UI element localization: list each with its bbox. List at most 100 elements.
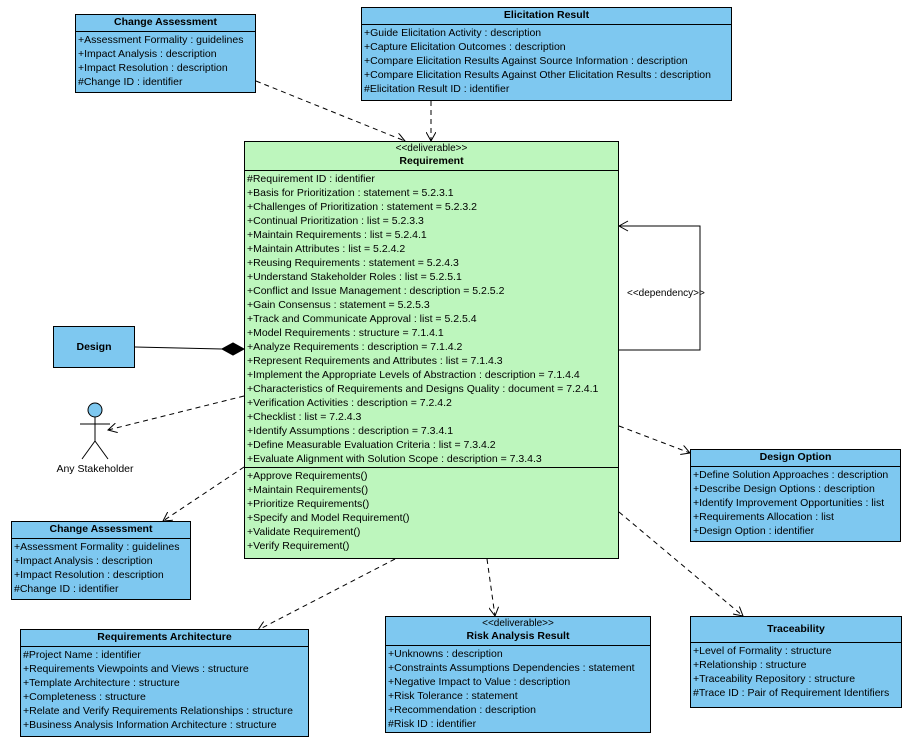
- class-traceability[interactable]: Traceability +Level of Formality : struc…: [690, 616, 902, 708]
- self-dependency-requirement: [619, 225, 701, 351]
- attribute: +Reusing Requirements : statement = 5.2.…: [247, 257, 459, 269]
- dependency-requirement-to-risk-analysis: [486, 558, 495, 616]
- attribute: #Requirement ID : identifier: [247, 173, 375, 185]
- attribute: +Impact Resolution : description: [14, 569, 164, 581]
- attribute-list: #Project Name : identifier +Requirements…: [21, 647, 308, 733]
- attribute: +Represent Requirements and Attributes :…: [247, 355, 503, 367]
- attribute: +Guide Elicitation Activity : descriptio…: [364, 27, 542, 39]
- attribute: +Conflict and Issue Management : descrip…: [247, 285, 505, 297]
- class-title: Traceability: [767, 623, 825, 635]
- class-change-assessment-top[interactable]: Change Assessment +Assessment Formality …: [75, 14, 256, 93]
- attribute: +Design Option : identifier: [693, 525, 815, 537]
- operation: +Approve Requirements(): [247, 470, 368, 482]
- attribute: #Change ID : identifier: [78, 76, 183, 88]
- attribute-list: #Requirement ID : identifier +Basis for …: [245, 171, 618, 467]
- class-title: Design Option: [759, 451, 832, 463]
- class-title: Design: [76, 341, 112, 353]
- attribute: #Risk ID : identifier: [388, 718, 477, 730]
- attribute: +Define Solution Approaches : descriptio…: [693, 469, 889, 481]
- composition-design-requirement: [134, 346, 223, 350]
- attribute: #Change ID : identifier: [14, 583, 119, 595]
- attribute: +Template Architecture : structure: [23, 677, 180, 689]
- operation-list: +Approve Requirements() +Maintain Requir…: [245, 467, 618, 554]
- class-title: Change Assessment: [114, 16, 217, 28]
- operation: +Prioritize Requirements(): [247, 498, 370, 510]
- dependency-requirement-to-actor: [108, 395, 245, 430]
- attribute: +Gain Consensus : statement = 5.2.5.3: [247, 299, 430, 311]
- attribute: +Unknowns : description: [388, 648, 503, 660]
- attribute-list: +Guide Elicitation Activity : descriptio…: [362, 25, 731, 97]
- class-title: Change Assessment: [49, 523, 153, 535]
- attribute: +Track and Communicate Approval : list =…: [247, 313, 477, 325]
- operation: +Specify and Model Requirement(): [247, 512, 410, 524]
- attribute: +Recommendation : description: [388, 704, 536, 716]
- attribute: #Elicitation Result ID : identifier: [364, 83, 510, 95]
- dependency-requirement-to-change-assessment: [163, 466, 245, 521]
- class-risk-analysis-result[interactable]: <<deliverable>> Risk Analysis Result +Un…: [385, 616, 651, 733]
- attribute: +Define Measurable Evaluation Criteria :…: [247, 439, 496, 451]
- attribute: +Identify Assumptions : description = 7.…: [247, 425, 454, 437]
- composition-diamond: [220, 342, 246, 356]
- attribute: +Risk Tolerance : statement: [388, 690, 518, 702]
- attribute: +Challenges of Prioritization : statemen…: [247, 201, 477, 213]
- attribute: +Continual Prioritization : list = 5.2.3…: [247, 215, 424, 227]
- class-title: Risk Analysis Result: [466, 630, 570, 642]
- attribute: +Model Requirements : structure = 7.1.4.…: [247, 327, 444, 339]
- attribute: +Constraints Assumptions Dependencies : …: [388, 662, 635, 674]
- attribute-list: +Level of Formality : structure +Relatio…: [691, 643, 901, 701]
- attribute: +Traceability Repository : structure: [693, 673, 856, 685]
- attribute: +Analyze Requirements : description = 7.…: [247, 341, 463, 353]
- attribute: +Level of Formality : structure: [693, 645, 832, 657]
- actor-icon: [80, 402, 110, 460]
- attribute: +Impact Analysis : description: [78, 48, 217, 60]
- attribute-list: +Unknowns : description +Constraints Ass…: [386, 646, 650, 732]
- attribute: #Trace ID : Pair of Requirement Identifi…: [693, 687, 890, 699]
- class-design-option[interactable]: Design Option +Define Solution Approache…: [690, 449, 901, 542]
- class-title: Requirements Architecture: [97, 631, 232, 643]
- actor-label: Any Stakeholder: [56, 463, 134, 475]
- attribute: +Relationship : structure: [693, 659, 807, 671]
- operation: +Verify Requirement(): [247, 540, 350, 552]
- dependency-label: <<dependency>>: [627, 288, 705, 299]
- attribute-list: +Define Solution Approaches : descriptio…: [691, 467, 900, 539]
- dependency-requirement-to-requirements-architecture: [258, 558, 396, 630]
- attribute: +Understand Stakeholder Roles : list = 5…: [247, 271, 462, 283]
- attribute: +Requirements Viewpoints and Views : str…: [23, 663, 249, 675]
- attribute: +Characteristics of Requirements and Des…: [247, 383, 599, 395]
- attribute: +Impact Resolution : description: [78, 62, 228, 74]
- attribute: +Basis for Prioritization : statement = …: [247, 187, 454, 199]
- attribute: +Maintain Requirements : list = 5.2.4.1: [247, 229, 427, 241]
- attribute: +Assessment Formality : guidelines: [78, 34, 244, 46]
- operation: +Validate Requirement(): [247, 526, 361, 538]
- attribute: +Describe Design Options : description: [693, 483, 875, 495]
- class-elicitation-result[interactable]: Elicitation Result +Guide Elicitation Ac…: [361, 7, 732, 101]
- attribute: +Compare Elicitation Results Against Oth…: [364, 69, 711, 81]
- attribute: +Impact Analysis : description: [14, 555, 153, 567]
- attribute: #Project Name : identifier: [23, 649, 141, 661]
- class-requirements-architecture[interactable]: Requirements Architecture #Project Name …: [20, 629, 309, 737]
- attribute: +Requirements Allocation : list: [693, 511, 834, 523]
- class-change-assessment-left[interactable]: Change Assessment +Assessment Formality …: [11, 521, 191, 600]
- attribute: +Capture Elicitation Outcomes : descript…: [364, 41, 566, 53]
- attribute: +Evaluate Alignment with Solution Scope …: [247, 453, 542, 465]
- stereotype-label: <<deliverable>>: [395, 143, 468, 154]
- dependency-requirement-to-design-option: [618, 425, 690, 453]
- attribute-list: +Assessment Formality : guidelines +Impa…: [12, 539, 190, 597]
- attribute: +Business Analysis Information Architect…: [23, 719, 277, 731]
- class-title: Elicitation Result: [503, 9, 590, 21]
- stereotype-label: <<deliverable>>: [482, 618, 554, 629]
- attribute: +Identify Improvement Opportunities : li…: [693, 497, 885, 509]
- attribute: +Negative Impact to Value : description: [388, 676, 571, 688]
- attribute: +Implement the Appropriate Levels of Abs…: [247, 369, 580, 381]
- attribute: +Compare Elicitation Results Against Sou…: [364, 55, 688, 67]
- self-dependency-arrowhead: [617, 220, 629, 232]
- attribute: +Checklist : list = 7.2.4.3: [247, 411, 362, 423]
- class-requirement[interactable]: <<deliverable>> Requirement #Requirement…: [244, 141, 619, 559]
- attribute: +Maintain Attributes : list = 5.2.4.2: [247, 243, 406, 255]
- class-design[interactable]: Design: [53, 326, 135, 368]
- attribute: +Verification Activities : description =…: [247, 397, 452, 409]
- operation: +Maintain Requirements(): [247, 484, 369, 496]
- attribute: +Assessment Formality : guidelines: [14, 541, 180, 553]
- class-title: Requirement: [399, 155, 464, 167]
